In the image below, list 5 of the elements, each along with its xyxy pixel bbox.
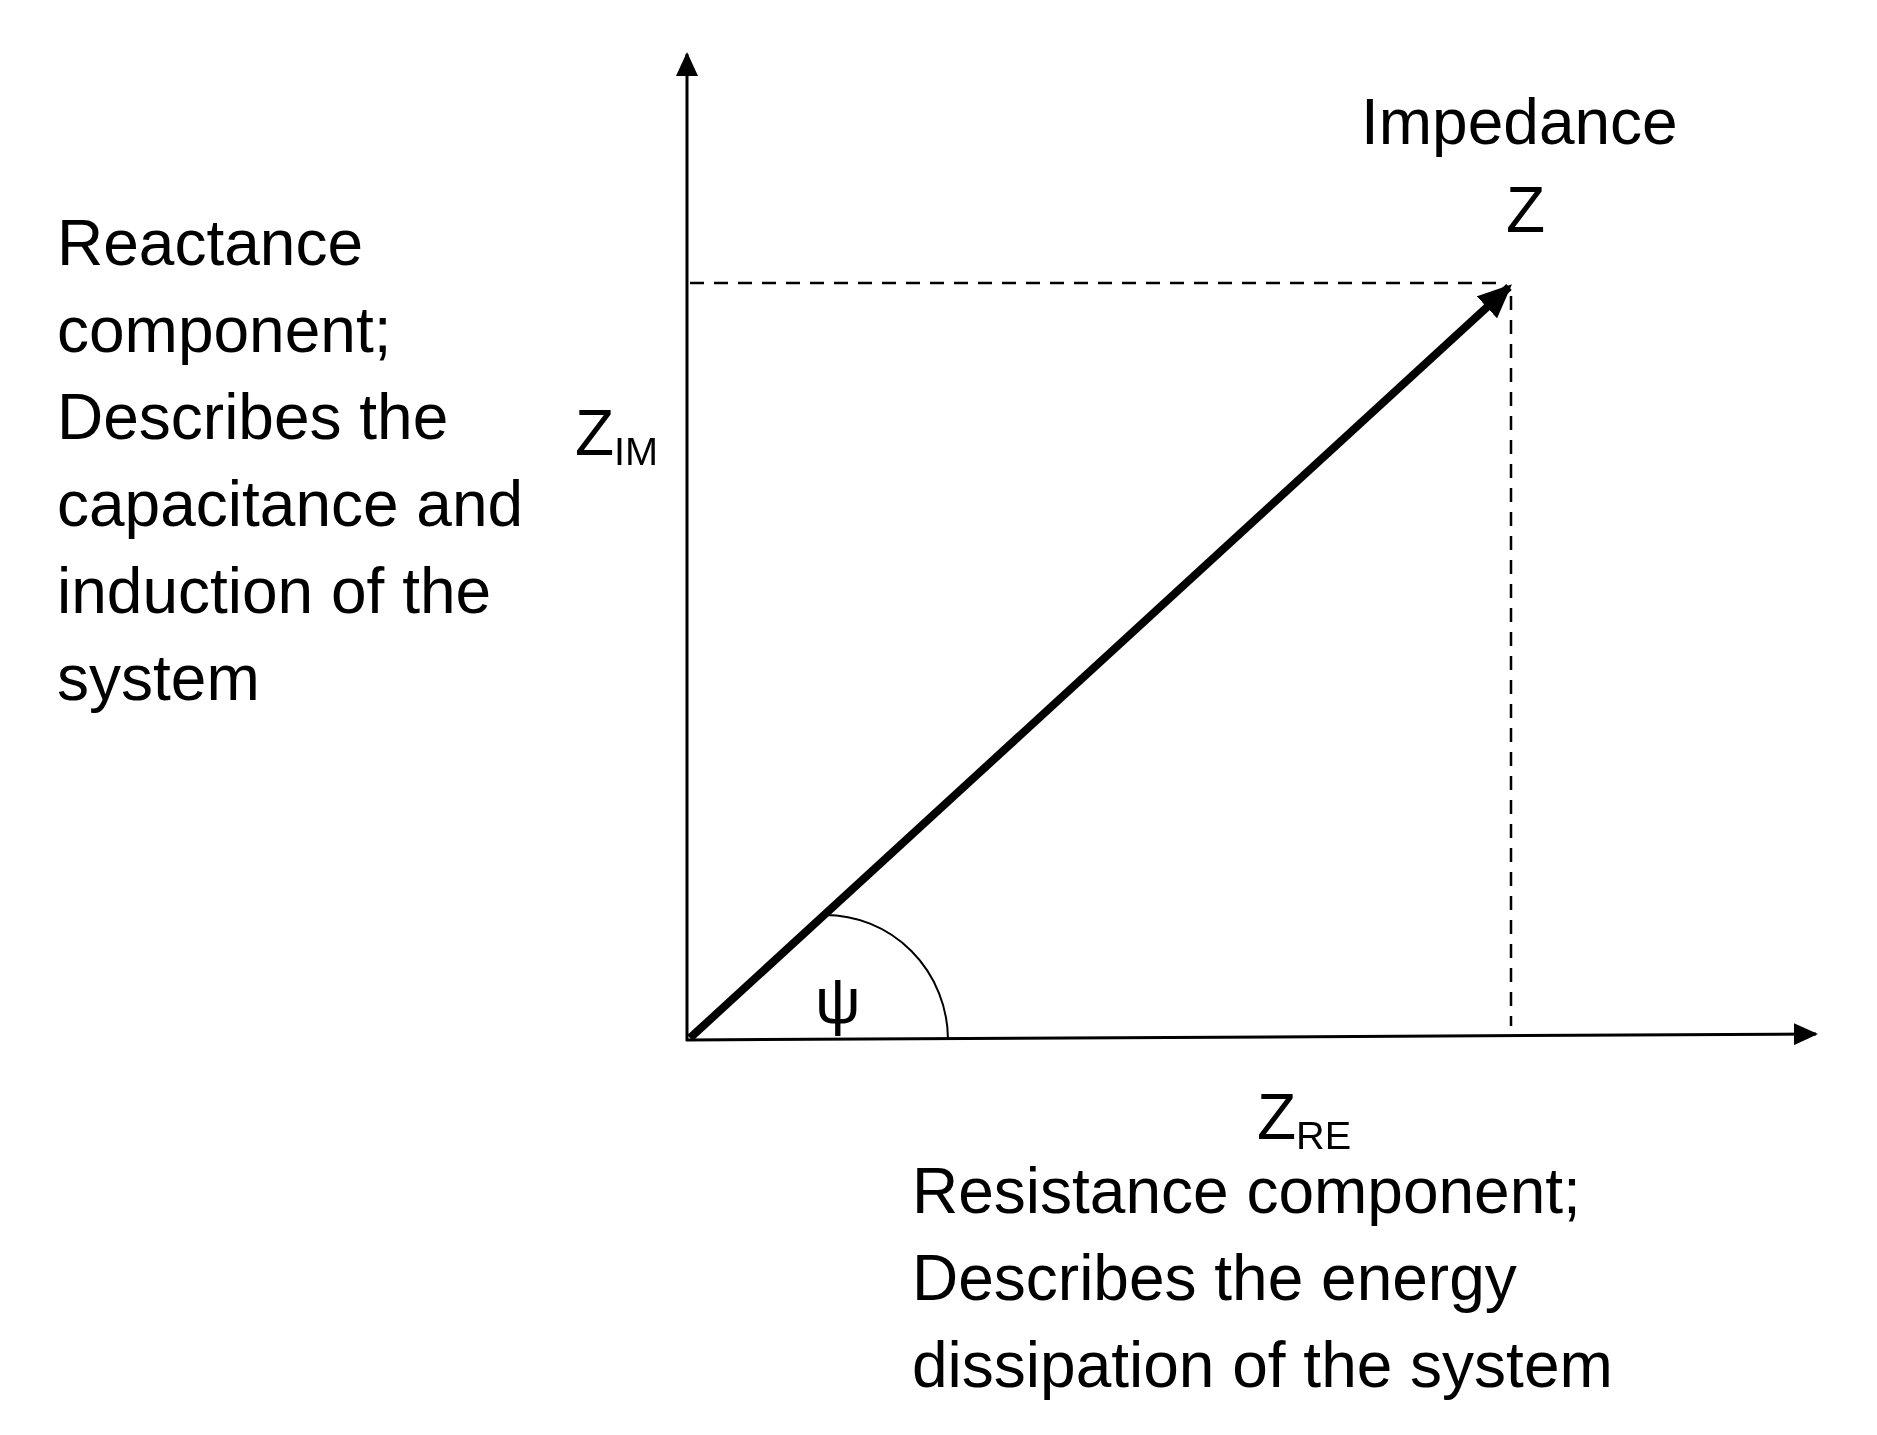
vector-symbol: Z xyxy=(1506,178,1546,242)
axis-label: Z$_{RE}$ xyxy=(1257,1085,1352,1149)
axis-label: Z$_{IM}$ xyxy=(575,401,659,465)
axis-description: Resistance component; Describes the energy dissipation of the system xyxy=(912,1154,1614,1403)
axis-description: Reactance component; Describes the capacitance and induction of the system xyxy=(57,206,525,716)
